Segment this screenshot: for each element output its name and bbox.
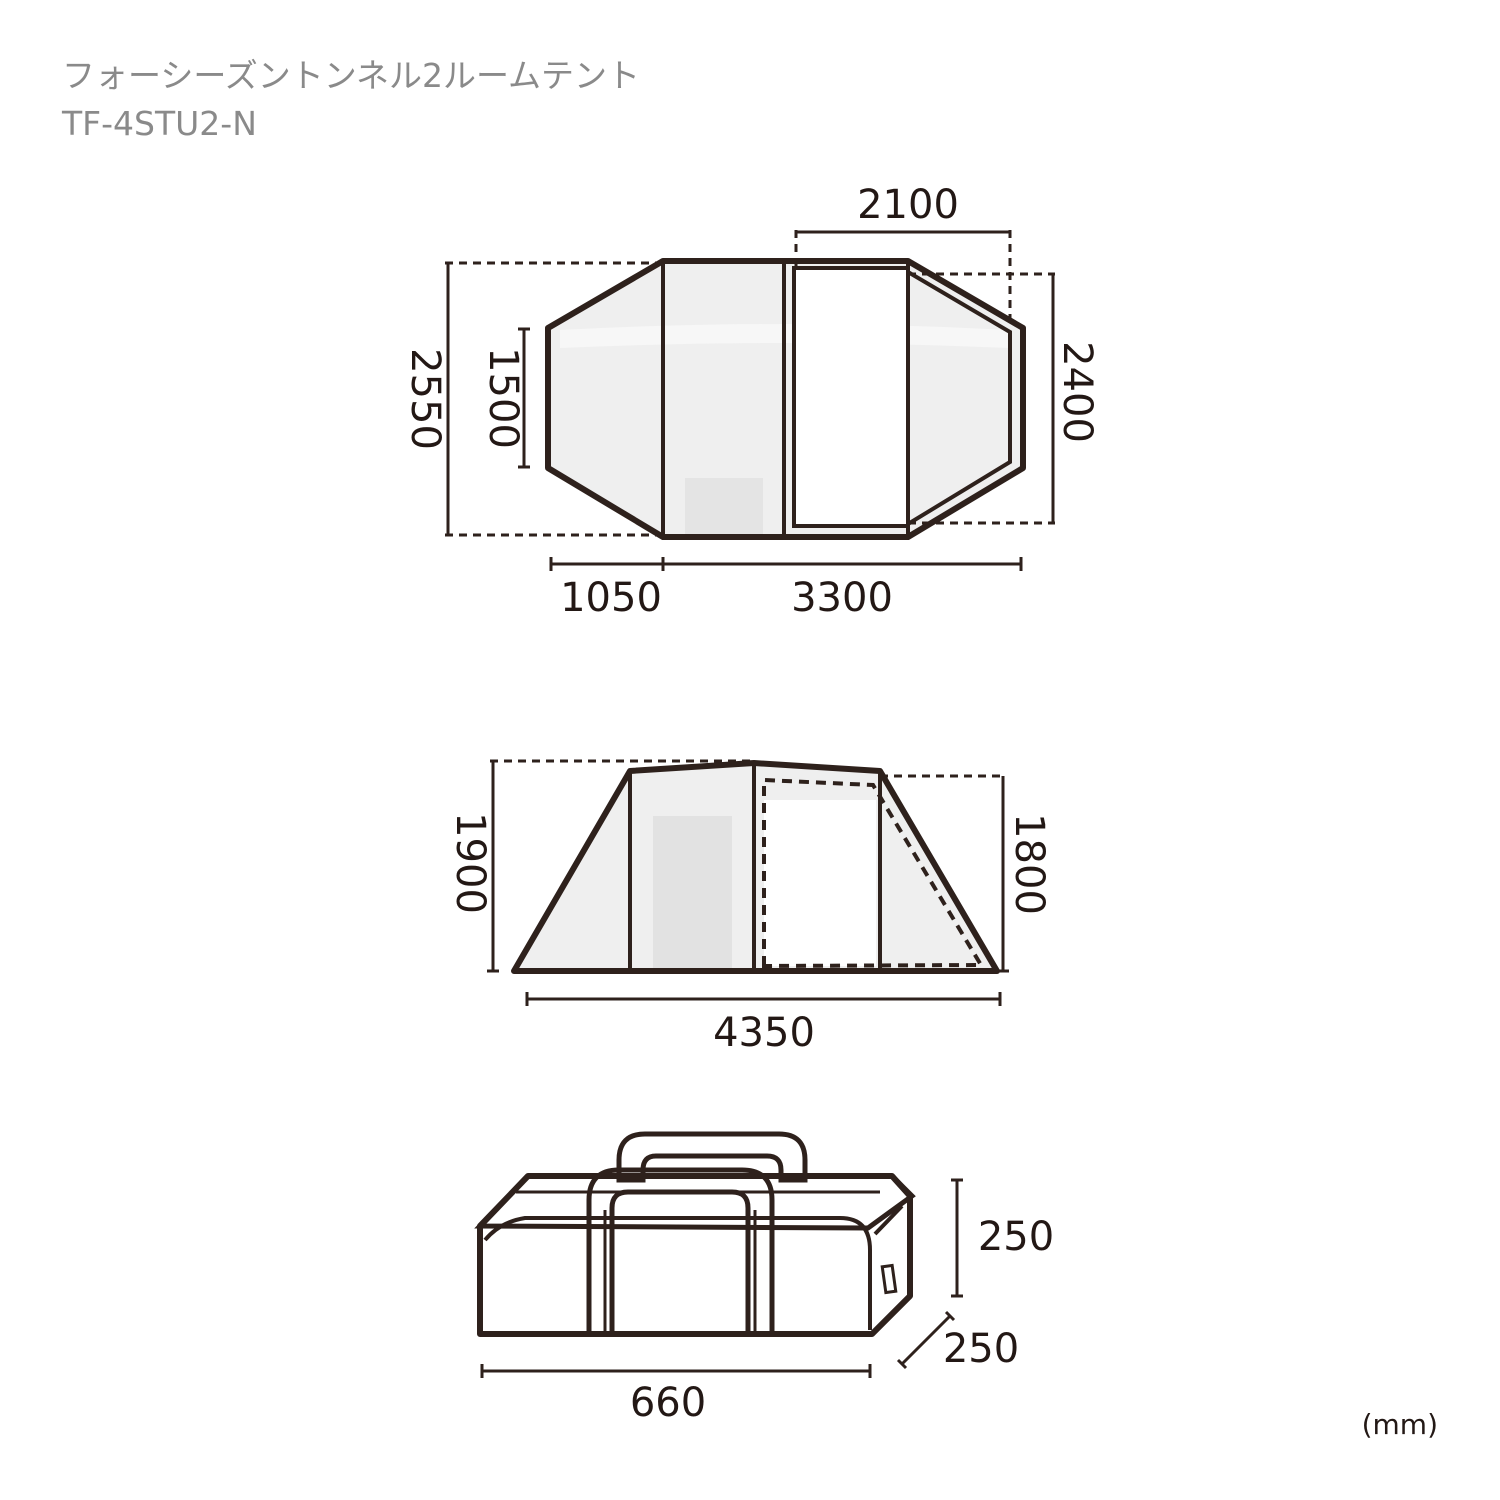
top-view-inner-rear — [906, 270, 1012, 526]
top-view-inner-room-fill — [796, 270, 908, 526]
top-view-outline — [545, 258, 1026, 540]
label-1050: 1050 — [560, 575, 662, 621]
unit-label: (mm) — [1361, 1408, 1438, 1441]
side-view-white-room — [764, 800, 876, 966]
side-view-outline — [511, 760, 1000, 974]
side-view-door — [653, 816, 732, 971]
bag-side-panel-line — [873, 1204, 904, 1236]
label-bag-width: 660 — [630, 1380, 706, 1426]
label-bag-height: 250 — [978, 1214, 1054, 1260]
model-number: TF-4STU2-N — [62, 104, 257, 143]
product-name: フォーシーズントンネル2ルームテント — [62, 56, 641, 95]
carry-bag: 250 250 660 — [474, 1131, 1054, 1426]
bag-back-handle — [616, 1131, 808, 1183]
side-view: 1900 1800 4350 — [447, 759, 1052, 1056]
dimline-bag-depth — [900, 1314, 952, 1366]
dimline-bag-depth-tick-b — [944, 1310, 956, 1322]
bag-front-panel-line — [483, 1216, 872, 1330]
side-view-inner-room — [762, 777, 985, 969]
header: フォーシーズントンネル2ルームテント TF-4STU2-N — [62, 52, 640, 148]
top-view: 2100 2550 1500 2400 1050 3300 — [402, 182, 1100, 621]
label-3300: 3300 — [791, 575, 893, 621]
bag-body — [477, 1173, 913, 1337]
bag-front-handle — [586, 1167, 775, 1337]
label-2550: 2550 — [402, 348, 448, 450]
top-view-door — [685, 478, 763, 537]
bag-side-buckle — [880, 1263, 898, 1295]
label-2100: 2100 — [857, 182, 959, 228]
label-1900: 1900 — [447, 812, 493, 914]
label-bag-depth: 250 — [943, 1326, 1019, 1372]
label-1500: 1500 — [480, 347, 526, 449]
label-1800: 1800 — [1006, 813, 1052, 915]
dimline-bag-depth-tick-a — [896, 1358, 908, 1370]
label-4350: 4350 — [713, 1010, 815, 1056]
label-2400: 2400 — [1054, 341, 1100, 443]
